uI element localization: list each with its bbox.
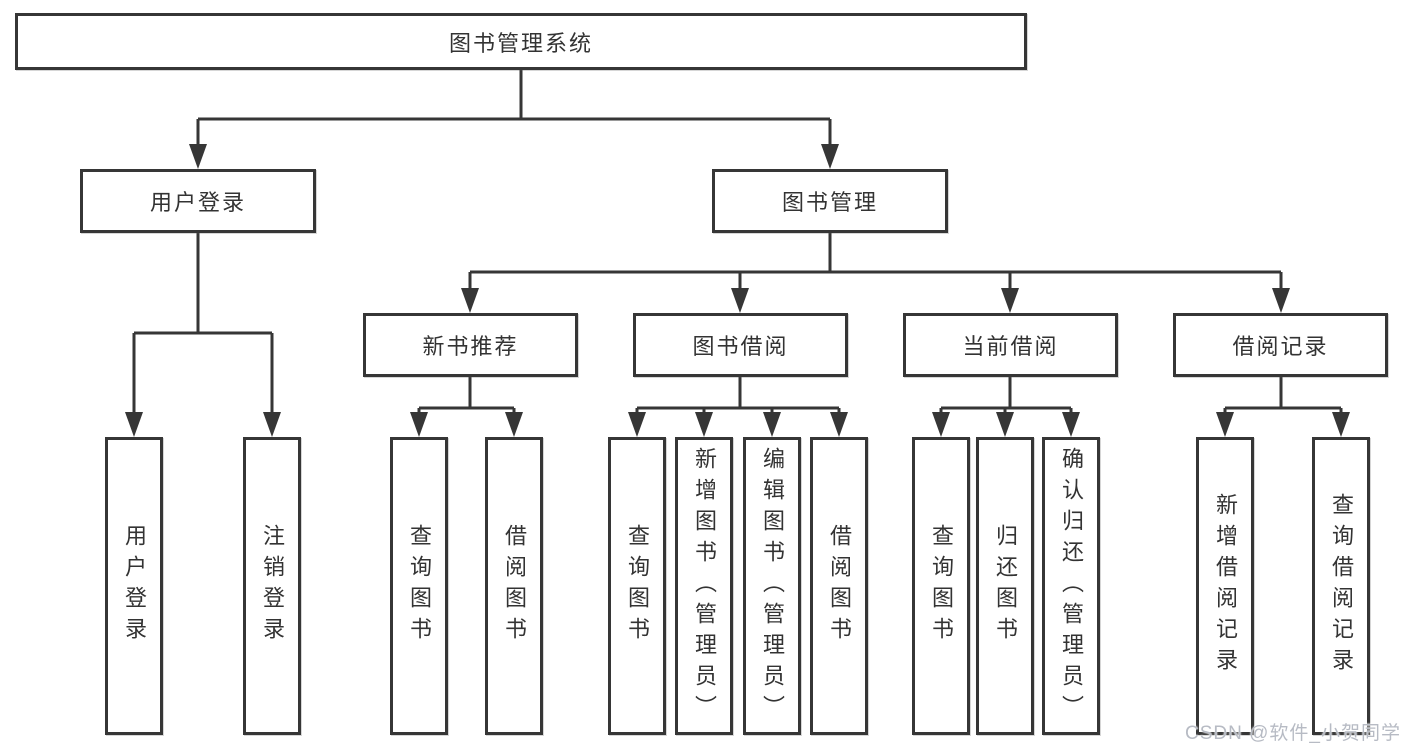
arrowhead-icons — [125, 144, 1350, 437]
watermark: CSDN @软件_小贺同学 — [1185, 723, 1401, 744]
node-borrow-records: 借阅记录 — [1173, 313, 1388, 377]
node-user-login: 用户登录 — [80, 169, 316, 233]
leaf-borrow-borrow-books: 借阅图书 — [810, 437, 868, 735]
leaf-records-query: 查询借阅记录 — [1312, 437, 1370, 735]
leaf-user-login: 用户登录 — [105, 437, 163, 735]
leaf-borrow-add-books: 新增图书（管理员） — [675, 437, 733, 735]
leaf-borrow-query-books: 查询图书 — [608, 437, 666, 735]
node-root: 图书管理系统 — [15, 13, 1027, 70]
leaf-current-confirm-return: 确认归还（管理员） — [1042, 437, 1100, 735]
leaf-borrow-edit-books: 编辑图书（管理员） — [743, 437, 801, 735]
leaf-newbook-borrow-books: 借阅图书 — [485, 437, 543, 735]
node-book-management: 图书管理 — [712, 169, 948, 233]
leaf-logout: 注销登录 — [243, 437, 301, 735]
leaf-current-query-books: 查询图书 — [912, 437, 970, 735]
node-book-borrow: 图书借阅 — [633, 313, 848, 377]
node-new-book-recommend: 新书推荐 — [363, 313, 578, 377]
leaf-records-add: 新增借阅记录 — [1196, 437, 1254, 735]
leaf-newbook-query-books: 查询图书 — [390, 437, 448, 735]
leaf-current-return-books: 归还图书 — [976, 437, 1034, 735]
node-current-borrow: 当前借阅 — [903, 313, 1118, 377]
